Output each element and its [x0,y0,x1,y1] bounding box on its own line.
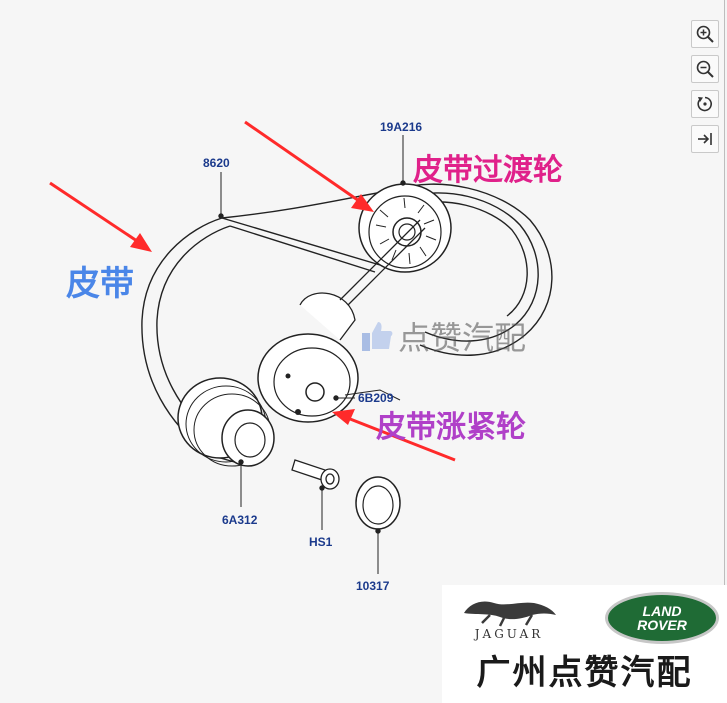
crank-pulley-drawing [177,377,275,467]
watermark: 点赞汽配 [360,313,526,359]
landrover-line2: ROVER [637,617,687,633]
rotate-reset-icon [697,96,712,112]
part-label-bolt[interactable]: HS1 [309,535,333,549]
jaguar-logo [464,601,556,627]
zoom-in-button[interactable] [691,20,719,48]
leader-lines [218,135,406,574]
part-label-crank-pulley[interactable]: 6A312 [222,513,258,527]
brand-banner: JAGUAR LAND ROVER 广州点赞汽配 [442,585,727,703]
jaguar-wordmark: JAGUAR [474,627,544,641]
part-label-idler[interactable]: 19A216 [380,120,422,134]
thumbs-up-icon [362,322,393,351]
part-label-tensioner[interactable]: 6B209 [358,391,394,405]
watermark-text: 点赞汽配 [398,319,527,357]
landrover-logo: LAND ROVER [605,592,719,644]
tensioner-drawing [257,219,426,423]
annotation-belt: 皮带 [66,264,134,304]
annotation-arrows [49,120,456,462]
annotation-idler: 皮带过渡轮 [413,153,563,188]
reset-view-button[interactable] [691,90,719,118]
landrover-line1: LAND [642,603,682,619]
part-label-washer[interactable]: 10317 [356,579,390,593]
viewer-toolbar [691,20,719,153]
expand-panel-button[interactable] [691,125,719,153]
washer-drawing [355,476,401,530]
zoom-in-icon [696,25,714,43]
zoom-out-icon [696,60,714,78]
shop-name: 广州点赞汽配 [476,653,693,693]
arrow-to-right-icon [698,133,712,145]
zoom-out-button[interactable] [691,55,719,83]
part-label-belt[interactable]: 8620 [203,156,230,170]
annotation-tensioner: 皮带涨紧轮 [376,410,526,445]
bolt-drawing [291,459,340,490]
idler-pulley-drawing [358,183,452,273]
